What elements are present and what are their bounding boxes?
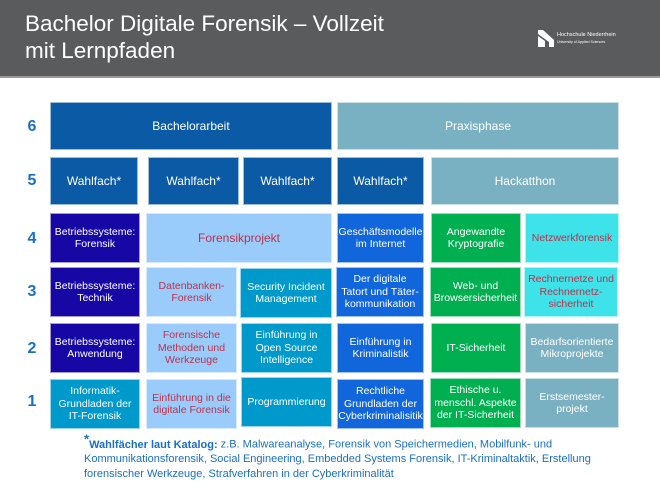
- module-netzwerkforensik: Netzwerkforensik: [525, 213, 619, 263]
- module-wahlfach-4: Wahlfach*: [337, 157, 424, 205]
- logo: Hochschule Niederrhein University of App…: [538, 30, 616, 47]
- module-osint: Einführung in Open Source Intelligence: [241, 323, 332, 373]
- module-wahlfach-1: Wahlfach*: [50, 157, 138, 205]
- footnote-star: *: [84, 431, 90, 446]
- module-forensikprojekt: Forensikprojekt: [146, 213, 332, 263]
- module-einfuehrung-forensik: Einführung in die digitale Forensik: [146, 379, 237, 429]
- module-praxisphase: Praxisphase: [337, 102, 619, 150]
- module-datenbanken-forensik: Datenbanken-Forensik: [146, 267, 237, 317]
- module-wahlfach-3: Wahlfach*: [243, 157, 332, 205]
- semester-6-label: 6: [27, 118, 37, 135]
- module-betriebssysteme-forensik: Betriebssysteme: Forensik: [50, 213, 140, 263]
- module-mikroprojekte: Bedarfsorientierte Mikroprojekte: [525, 323, 619, 373]
- module-rechtliche-grundlagen: Rechtliche Grundladen der Cyberkriminali…: [337, 379, 424, 429]
- module-geschaeftsmodelle: Geschäftsmodelle im Internet: [337, 213, 424, 263]
- module-security-incident: Security Incident Management: [240, 268, 332, 318]
- semester-3-label: 3: [27, 283, 37, 300]
- module-forensische-methoden: Forensische Methoden und Werkzeuge: [146, 323, 237, 373]
- module-bachelorarbeit: Bachelorarbeit: [50, 102, 332, 150]
- module-ethische-aspekte: Ethische u. menschl. Aspekte der IT-Sich…: [430, 378, 521, 428]
- module-hackathon: Hackatthon: [431, 157, 619, 205]
- semester-4-label: 4: [27, 230, 37, 247]
- module-betriebssysteme-technik: Betriebssysteme: Technik: [50, 267, 140, 317]
- semester-2-label: 2: [27, 340, 37, 357]
- logo-name: Hochschule Niederrhein: [557, 31, 616, 38]
- semester-1-label: 1: [27, 393, 37, 410]
- module-rechnernetze: Rechnernetze und Rechnernetz-sicherheit: [524, 267, 618, 317]
- semester-5-label: 5: [27, 172, 37, 189]
- footnote-text: z.B. Malwareanalyse, Forensik von Speich…: [84, 438, 591, 480]
- module-informatik-grundlagen: Informatik-Grundladen der IT-Forensik: [50, 379, 140, 429]
- module-wahlfach-2: Wahlfach*: [148, 157, 239, 205]
- footnote-label: Wahlfächer laut Katalog:: [89, 438, 218, 451]
- module-programmierung: Programmierung: [241, 377, 332, 427]
- module-digitaler-tatort: Der digitale Tatort und Täter-kommunikat…: [336, 267, 424, 317]
- module-kriminalistik: Einführung in Kriminalistik: [337, 323, 424, 373]
- title-line-2: mit Lernpfaden: [25, 38, 176, 63]
- logo-subtitle: University of Applied Sciences: [557, 39, 606, 44]
- page-title: Bachelor Digitale Forensik – Vollzeit mi…: [25, 10, 384, 64]
- module-it-sicherheit: IT-Sicherheit: [431, 323, 521, 373]
- module-erstsemesterprojekt: Erstsemester-projekt: [525, 378, 619, 428]
- module-web-browsersicherheit: Web- und Browsersicherheit: [430, 267, 521, 317]
- header: Bachelor Digitale Forensik – Vollzeit mi…: [0, 0, 660, 78]
- footnote: *Wahlfächer laut Katalog: z.B. Malwarean…: [84, 431, 644, 481]
- module-kryptografie: Angewandte Kryptografie: [431, 213, 521, 263]
- title-line-1: Bachelor Digitale Forensik – Vollzeit: [25, 11, 384, 36]
- logo-mark-icon: [538, 30, 554, 47]
- module-betriebssysteme-anwendung: Betriebssysteme: Anwendung: [50, 323, 140, 373]
